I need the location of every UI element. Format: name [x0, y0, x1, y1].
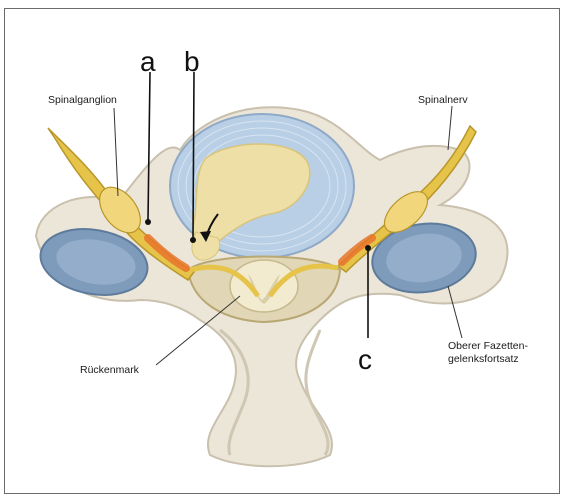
label-c: c	[358, 346, 372, 374]
spinalnerv-label: Spinalnerv	[418, 94, 468, 107]
facet-process-label: Oberer Fazetten- gelenksfortsatz	[448, 340, 558, 366]
facet-label-line2: gelenksfortsatz	[448, 353, 558, 366]
facet-label-line1: Oberer Fazetten-	[448, 340, 558, 353]
spinalganglion-label: Spinalganglion	[48, 94, 117, 107]
label-b: b	[184, 48, 200, 76]
spinal-cord	[230, 260, 298, 312]
rueckenmark-label: Rückenmark	[80, 364, 139, 377]
label-a: a	[140, 48, 156, 76]
